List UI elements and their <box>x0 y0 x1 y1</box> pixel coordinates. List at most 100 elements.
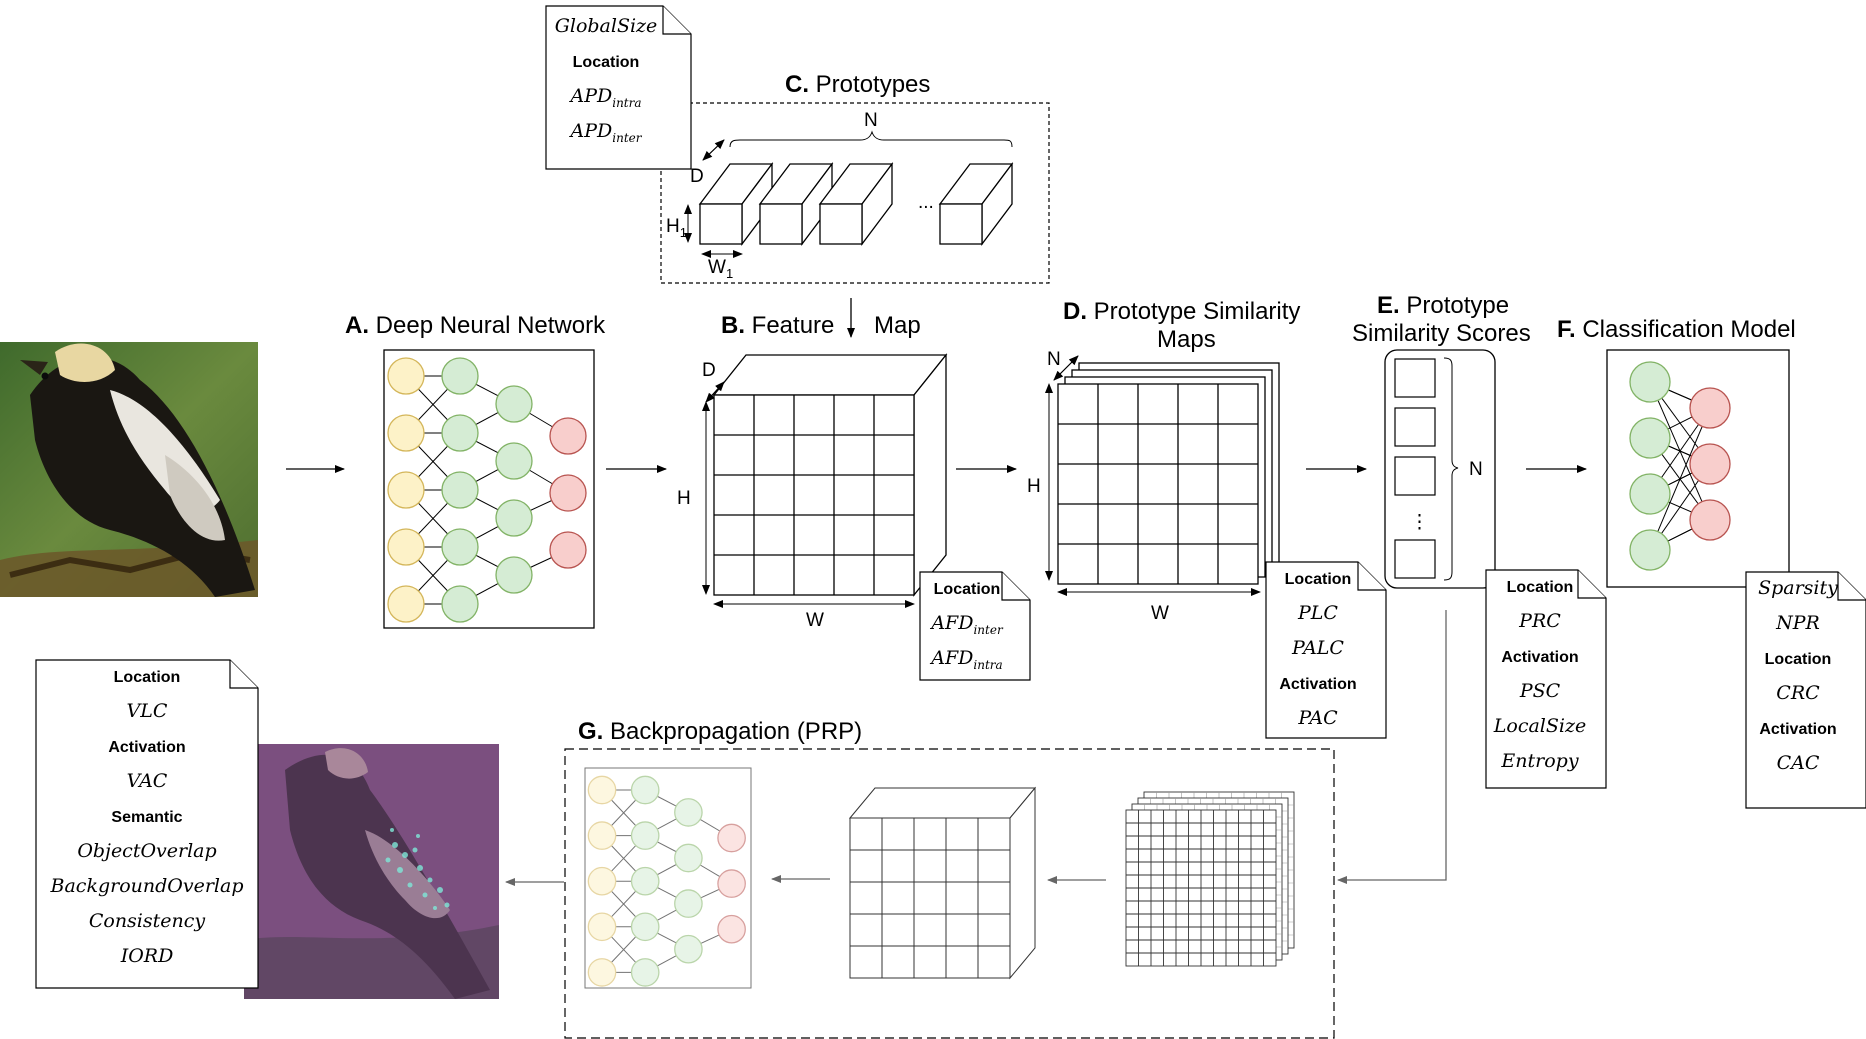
dnn-neuron <box>387 471 425 509</box>
metric-label: Activation <box>108 739 185 756</box>
classifier-neuron <box>1629 417 1671 459</box>
backprop-dnn-neuron <box>717 823 746 853</box>
backprop-dnn-neuron <box>630 775 660 805</box>
metric-label: AFDintra <box>929 647 1002 672</box>
classifier-network <box>1629 361 1731 571</box>
similarity-h-label: H <box>1027 476 1041 497</box>
svg-text:⋮: ⋮ <box>1410 512 1429 533</box>
section-f-title: F. Classification Model <box>1557 316 1796 343</box>
backprop-dnn-neuron <box>630 866 660 896</box>
backprop-dnn-neuron <box>674 934 703 964</box>
metric-label: Location <box>1765 651 1832 668</box>
backprop-dnn-neuron <box>587 821 617 850</box>
section-e-title: E. Prototype <box>1377 292 1509 319</box>
prototypes-ellipsis: ... <box>918 192 934 213</box>
metric-label: Location <box>114 669 181 686</box>
prototype-cubes: N ... D H1 W1 <box>666 110 1014 281</box>
metric-label: CRC <box>1776 682 1820 704</box>
metric-label: Location <box>573 54 640 71</box>
metric-label: Activation <box>1759 721 1836 738</box>
backprop-dnn-neuron <box>717 869 746 898</box>
prototypes-n-label: N <box>864 110 878 131</box>
metric-label: Location <box>934 581 1001 598</box>
dnn-neuron <box>441 585 479 623</box>
scores-n-label: N <box>1469 459 1483 480</box>
similarity-scores-vector: ⋮ N <box>1384 349 1496 589</box>
section-g-title: G. Backpropagation (PRP) <box>578 718 862 745</box>
feature-map-cube <box>712 353 948 597</box>
section-b-title: B. Feature <box>721 312 834 339</box>
metric-label: APDinter <box>569 120 643 145</box>
metric-label: BackgroundOverlap <box>50 875 244 897</box>
backprop-dnn-neuron <box>587 775 617 805</box>
dnn-neuron <box>387 414 425 452</box>
section-e-title-2: Similarity Scores <box>1352 320 1531 347</box>
metric-label: PSC <box>1519 680 1561 702</box>
metric-label: Location <box>1507 579 1574 596</box>
prototypes-h1-label: H1 <box>666 216 687 240</box>
backprop-dnn <box>587 775 746 987</box>
feature-d-label: D <box>702 360 716 381</box>
metric-label: NPR <box>1775 612 1820 634</box>
dnn-neuron <box>441 414 479 452</box>
backprop-dnn-neuron <box>587 866 617 896</box>
dnn-neuron <box>441 528 479 566</box>
dnn-neuron <box>441 357 479 395</box>
backprop-dnn-neuron <box>630 821 660 850</box>
classifier-neuron <box>1689 387 1731 429</box>
backprop-dnn-neuron <box>674 889 703 918</box>
arrow-scores-to-backprop <box>1337 610 1447 884</box>
feature-h-label: H <box>677 488 691 509</box>
dnn-neuron <box>387 528 425 566</box>
backprop-dnn-neuron <box>717 914 746 944</box>
metric-label: LocalSize <box>1493 715 1586 737</box>
similarity-map-stack <box>1057 362 1280 585</box>
metric-label: PAC <box>1297 707 1338 729</box>
metric-label: GlobalSize <box>555 15 658 37</box>
metric-label: ObjectOverlap <box>77 840 216 862</box>
metric-label: Consistency <box>89 910 206 932</box>
metric-label: AFDinter <box>929 612 1004 637</box>
metric-label: APDintra <box>568 85 641 110</box>
dnn-network <box>387 357 587 623</box>
classifier-neuron <box>1689 443 1731 485</box>
backprop-dnn-neuron <box>587 958 617 987</box>
metric-label: VAC <box>127 770 168 792</box>
dnn-neuron <box>495 499 533 537</box>
feature-w-label: W <box>806 610 824 631</box>
bird-heatmap <box>244 744 499 999</box>
prototypes-d-label: D <box>690 166 704 187</box>
metric-label: IORD <box>120 945 174 967</box>
dnn-neuron <box>495 385 533 423</box>
metric-label: Semantic <box>111 809 182 826</box>
metric-label: Sparsity <box>1758 577 1838 599</box>
backprop-dnn-neuron <box>630 958 660 987</box>
dnn-neuron <box>441 471 479 509</box>
metric-label: CAC <box>1777 752 1820 774</box>
backprop-similarity-stack <box>1125 791 1295 967</box>
classifier-neuron <box>1629 529 1671 571</box>
prototypes-w1-label: W1 <box>708 257 733 281</box>
feature-map-dims: D H W <box>677 360 915 631</box>
bird-photo <box>0 342 258 597</box>
metrics-note-output: LocationVLCActivationVACSemanticObjectOv… <box>35 659 259 989</box>
metric-label: PLC <box>1297 602 1338 624</box>
metric-label: Activation <box>1501 649 1578 666</box>
classifier-neuron <box>1629 473 1671 515</box>
backprop-dnn-neuron <box>674 798 703 827</box>
dnn-neuron <box>387 357 425 395</box>
dnn-neuron <box>387 585 425 623</box>
section-c-title: C. Prototypes <box>785 71 930 98</box>
dnn-neuron <box>549 474 587 512</box>
dnn-neuron <box>495 556 533 594</box>
section-b-title-2: Map <box>874 312 921 339</box>
similarity-map-dims: N H W <box>1027 349 1261 624</box>
classifier-neuron <box>1689 499 1731 541</box>
metric-label: PRC <box>1518 610 1561 632</box>
